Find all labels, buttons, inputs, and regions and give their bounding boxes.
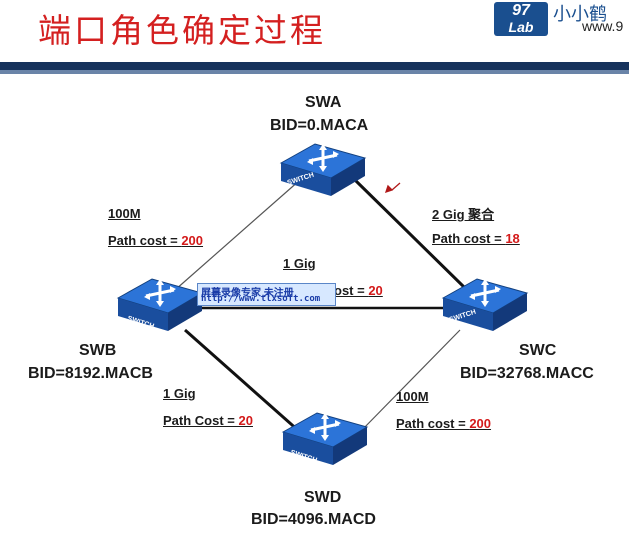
swd-bid: BID=4096.MACD (251, 511, 376, 528)
header-divider-dark (0, 62, 629, 70)
logo-text: Lab (508, 19, 534, 35)
link-ab-speed: 100M (108, 206, 141, 221)
page-title: 端口角色确定过程 (38, 11, 326, 50)
link-bc-cost-value: 20 (368, 283, 383, 298)
swb-bid: BID=8192.MACB (28, 365, 153, 382)
link-swa-swb (174, 179, 301, 291)
lab-logo: 97 Lab (494, 2, 548, 36)
brand-url: www.9 (582, 18, 624, 34)
link-cd-speed: 100M (396, 389, 429, 404)
switch-swa (279, 142, 367, 198)
link-cd-cost-label: Path cost = (396, 416, 470, 431)
logo-number: 97 (512, 2, 530, 19)
link-ab-cost-value: 200 (181, 233, 204, 248)
link-ac-cost: Path cost = 18 (432, 231, 520, 246)
link-swc-swd (359, 329, 461, 433)
link-ab-cost-label: Path cost = (108, 233, 182, 248)
header: 端口角色确定过程 97 Lab 小小鹤 www.9 (0, 0, 629, 62)
swa-name: SWA (305, 94, 342, 111)
link-cd-cost: Path cost = 200 (396, 416, 491, 431)
link-bd-cost: Path Cost = 20 (163, 413, 253, 428)
link-bc-cost: ost = 20 (334, 283, 383, 298)
watermark-line1: 屏幕录像专家 未注册 (201, 288, 294, 299)
link-ab-cost: Path cost = 200 (108, 233, 203, 248)
header-divider-light (0, 70, 629, 74)
recorder-watermark: 屏幕录像专家 未注册 http://www.tlxsoft.com (197, 283, 336, 306)
link-swa-swc (353, 178, 467, 290)
swc-name: SWC (519, 342, 557, 359)
link-ac-speed: 2 Gig 聚合 (432, 207, 495, 222)
link-cd-cost-value: 200 (469, 416, 492, 431)
link-bc-speed: 1 Gig (283, 256, 316, 271)
link-bd-cost-value: 20 (238, 413, 253, 428)
switch-swc (441, 277, 529, 333)
watermark-line2: http://www.tlxsoft.com (201, 294, 321, 304)
link-bd-cost-label: Path Cost = (163, 413, 239, 428)
link-swb-swd (184, 328, 301, 434)
link-bc-cost-label: ost = (334, 283, 369, 298)
swa-bid: BID=0.MACA (270, 117, 369, 134)
link-ac-cost-value: 18 (505, 231, 520, 246)
link-bd-speed: 1 Gig (163, 386, 196, 401)
swb-name: SWB (79, 342, 117, 359)
link-ac-cost-label: Path cost = (432, 231, 506, 246)
swc-bid: BID=32768.MACC (460, 365, 594, 382)
brand-text: 小小鹤 (553, 4, 607, 24)
pen-cursor-icon (384, 182, 401, 194)
swd-name: SWD (304, 489, 342, 506)
